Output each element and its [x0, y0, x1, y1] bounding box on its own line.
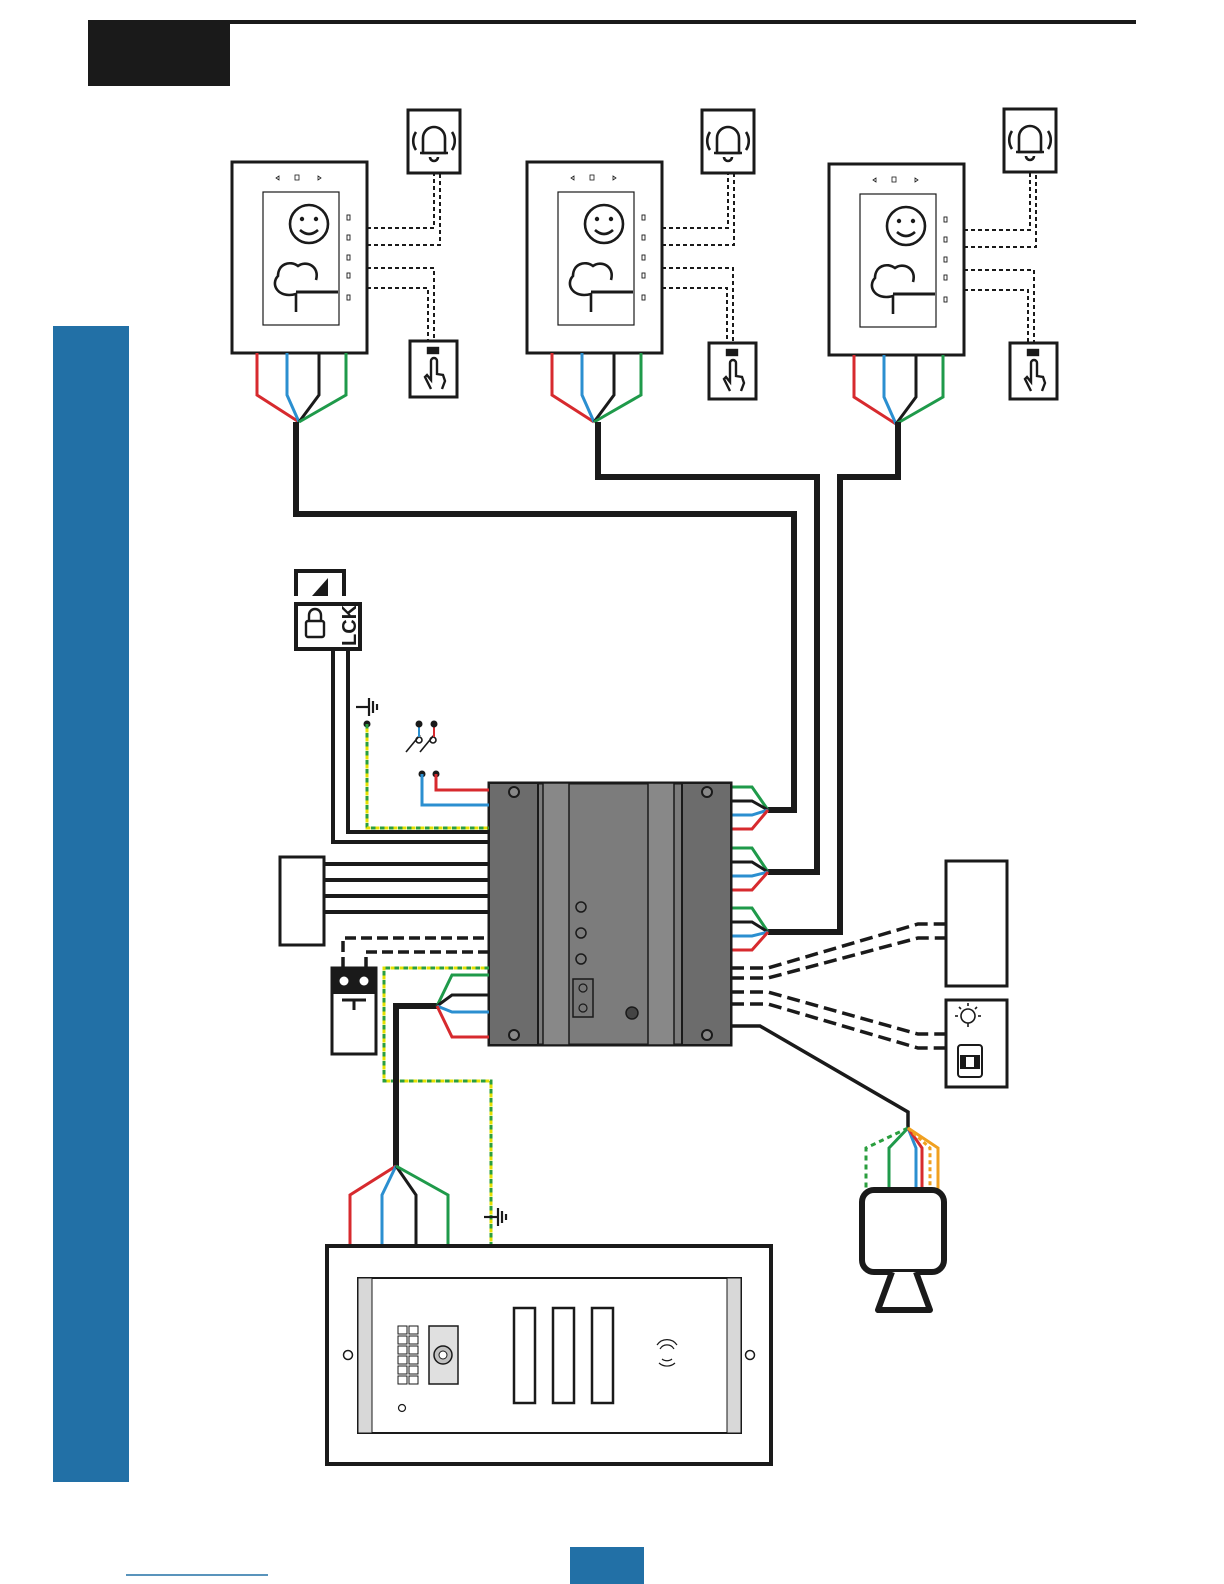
hub-right-fan-3 [731, 908, 768, 950]
keypad-key[interactable] [398, 1336, 407, 1344]
relay-socket [332, 968, 376, 994]
hub-right-fan-1 [731, 787, 768, 829]
monitor-wire-fan [854, 355, 943, 424]
power-supply-box [280, 857, 324, 945]
monitor-screen [263, 192, 339, 325]
bell-box [408, 110, 460, 173]
call-button-3[interactable] [592, 1308, 613, 1403]
hub-right-fan-2 [731, 848, 768, 890]
bell-box [1004, 109, 1056, 172]
monitor-1 [232, 110, 460, 422]
bell-box [702, 110, 754, 173]
hub-left-fan [437, 975, 489, 1037]
monitor-2 [527, 110, 756, 422]
keypad-key[interactable] [398, 1366, 407, 1374]
monitor-wire-fan [552, 353, 641, 422]
right-peripherals [731, 861, 1007, 1128]
monitor-wire-fan [257, 353, 346, 422]
bus-cable-monitor-1 [296, 422, 794, 810]
footer [126, 1547, 644, 1584]
keypad-key[interactable] [398, 1376, 407, 1384]
hub-screw-tr [702, 787, 712, 797]
monitor-screen [860, 194, 936, 327]
bus-cable-monitor-3 [768, 422, 898, 932]
camera-cable [731, 1026, 908, 1128]
header [88, 22, 1136, 86]
lock-label: LCK [339, 604, 361, 646]
hub-wire-fans [731, 787, 768, 950]
camera-icon [862, 1190, 944, 1310]
side-bar [53, 326, 129, 1482]
keypad-key[interactable] [409, 1356, 418, 1364]
monitor-aux-wires [964, 173, 1036, 343]
door-station-fan [350, 1166, 448, 1245]
keypad-key[interactable] [409, 1346, 418, 1354]
keypad-key[interactable] [409, 1376, 418, 1384]
keypad-key[interactable] [398, 1356, 407, 1364]
lock-strike-bolt [312, 578, 328, 596]
ground-wire-1 [367, 724, 489, 828]
ground-2 [484, 1208, 506, 1226]
hub-channel-1 [543, 783, 569, 1045]
light-gate-box [946, 1000, 1007, 1087]
hub-speaker-icon [626, 1007, 638, 1019]
aux-supply-box [946, 861, 1007, 986]
monitor-aux-wires [662, 174, 734, 343]
hub-screw-bl [509, 1030, 519, 1040]
keypad-key[interactable] [409, 1326, 418, 1334]
hub-left-rail [489, 783, 538, 1045]
switch-contacts [406, 721, 489, 806]
hub-right-rail [682, 783, 731, 1045]
ground-icon [484, 1208, 506, 1226]
keypad-key[interactable] [398, 1346, 407, 1354]
monitors-group [232, 109, 1057, 424]
power-supply-unit [280, 857, 489, 945]
door-station [327, 1246, 771, 1464]
monitor-aux-wires [367, 174, 440, 341]
hub-screw-tl [509, 787, 519, 797]
hub-channel-2 [648, 783, 674, 1045]
switch-icon [406, 735, 436, 752]
switch-wire-red [436, 774, 489, 790]
keypad-key[interactable] [409, 1366, 418, 1374]
monitor-screen [558, 192, 634, 325]
call-button-2[interactable] [553, 1308, 574, 1403]
ground-1 [356, 698, 377, 728]
page-number-box [570, 1547, 644, 1584]
ground-icon [356, 698, 377, 716]
keypad-key[interactable] [409, 1336, 418, 1344]
monitor-3 [829, 109, 1057, 424]
hub-screw-br [702, 1030, 712, 1040]
hub-dip-switch[interactable] [573, 979, 593, 1017]
camera-unit [862, 1128, 944, 1310]
keypad-key[interactable] [398, 1326, 407, 1334]
central-hub [489, 783, 731, 1045]
call-button-1[interactable] [514, 1308, 535, 1403]
lock-unit: LCK [296, 571, 361, 649]
door-bus-cable [396, 1006, 437, 1166]
header-block [88, 22, 230, 86]
